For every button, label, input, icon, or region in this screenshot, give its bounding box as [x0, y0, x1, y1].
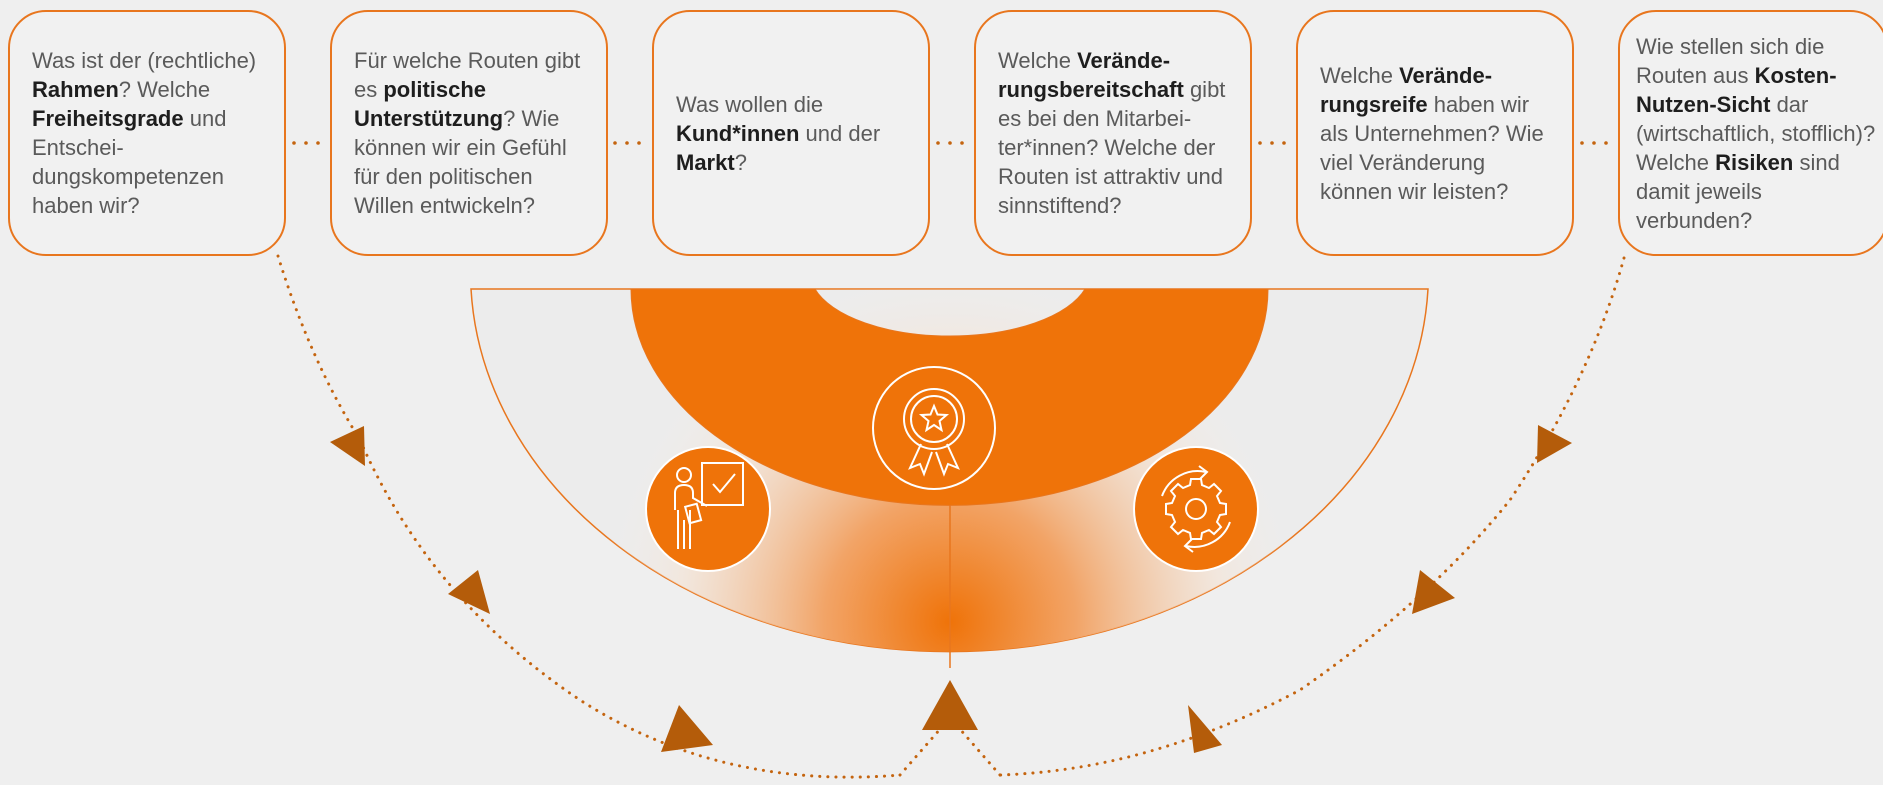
arrowhead — [448, 570, 490, 614]
card-text: Für welche Routen gibt es politische Unt… — [354, 46, 588, 220]
card-phrase: ? Welche — [118, 77, 211, 102]
connector-dot — [960, 141, 964, 145]
connector-dot — [613, 141, 617, 145]
dotted-arcs — [276, 254, 1626, 779]
connector-dot — [292, 141, 296, 145]
card-legal-framework: Was ist der (recht­liche) Rahmen? Welche… — [8, 10, 286, 256]
connector-dot — [1604, 141, 1608, 145]
card-keyword: Kund*innen — [676, 120, 800, 146]
connector-dot — [637, 141, 641, 145]
arrowhead — [1188, 705, 1222, 753]
card-keyword: Kosten-Nutzen-Sicht — [1636, 62, 1837, 117]
card-keyword: politische Unterstützung — [354, 77, 504, 131]
card-connectors — [292, 141, 1608, 145]
card-phrase: und der — [799, 120, 881, 146]
semicircle-graphic — [470, 288, 1429, 668]
card-keyword: Verände­rungsreife — [1320, 62, 1493, 117]
card-keyword: Freiheits­grade — [32, 106, 184, 131]
connector-dot — [1580, 141, 1584, 145]
card-text: Welche Verände­rungsbereitschaft gibt es… — [998, 46, 1232, 220]
card-phrase: haben wir als Unternehmen? Wie viel Verä… — [1320, 91, 1544, 204]
connector-dot — [936, 141, 940, 145]
arrowhead — [1412, 570, 1455, 614]
card-phrase: Welche — [998, 48, 1078, 73]
card-phrase: Was ist der (recht­liche) — [32, 48, 257, 73]
card-keyword: Risiken — [1715, 149, 1794, 175]
connector-dot — [1282, 141, 1286, 145]
arrowheads — [330, 425, 1572, 753]
card-change-readiness: Welche Verände­rungsbereitschaft gibt es… — [974, 10, 1252, 256]
arrowhead — [1537, 425, 1572, 463]
connector-dot — [948, 141, 952, 145]
right-dotted-arc — [998, 256, 1626, 777]
connector-dot — [316, 141, 320, 145]
arrowhead — [661, 705, 713, 752]
presenter-icon — [645, 446, 771, 572]
card-phrase: und Entschei­dungskompetenzen haben wir? — [32, 106, 227, 218]
arrowhead — [330, 426, 365, 466]
card-text: Wie stellen sich die Routen aus Kosten-N… — [1636, 32, 1880, 235]
card-text: Was ist der (recht­liche) Rahmen? Welche… — [32, 46, 266, 220]
card-cost-benefit: Wie stellen sich die Routen aus Kosten-N… — [1618, 10, 1883, 256]
card-phrase: Wie stellen sich die Routen aus — [1636, 33, 1825, 88]
card-keyword: Markt — [676, 149, 735, 175]
connector-dot — [304, 141, 308, 145]
inner-orange-band — [630, 288, 1269, 506]
card-keyword: Verände­rungsbereitschaft — [998, 48, 1184, 102]
card-phrase: gibt es bei den Mitarbei­ter*innen? Welc… — [998, 77, 1226, 218]
card-phrase: dar (wirtschaftlich, stoff­lich)? Welche — [1636, 91, 1876, 175]
connector-dot — [1258, 141, 1262, 145]
card-phrase: ? — [734, 149, 747, 175]
card-phrase: Welche — [1320, 62, 1400, 88]
card-phrase: ? Wie können wir ein Gefühl für den poli… — [354, 106, 567, 218]
award-icon — [872, 366, 996, 490]
card-change-maturity: Welche Verände­rungsreife haben wir als … — [1296, 10, 1574, 256]
card-phrase: sind damit jeweils verbunden? — [1636, 149, 1840, 233]
card-political-support: Für welche Routen gibt es politische Unt… — [330, 10, 608, 256]
connector-dot — [1592, 141, 1596, 145]
connector-dot — [625, 141, 629, 145]
card-phrase: Was wollen die — [676, 91, 824, 117]
connector-dot — [1270, 141, 1274, 145]
card-customers-market: Was wollen die Kund*innen und der Markt? — [652, 10, 930, 256]
card-text: Was wollen die Kund*innen und der Markt? — [676, 90, 910, 177]
left-dotted-arc — [276, 254, 902, 779]
card-phrase: Für welche Routen gibt es — [354, 48, 581, 102]
card-text: Welche Verände­rungsreife haben wir als … — [1320, 61, 1554, 206]
arrowhead — [922, 680, 978, 730]
card-keyword: Rahmen — [32, 77, 119, 102]
gear-cycle-icon — [1133, 446, 1259, 572]
